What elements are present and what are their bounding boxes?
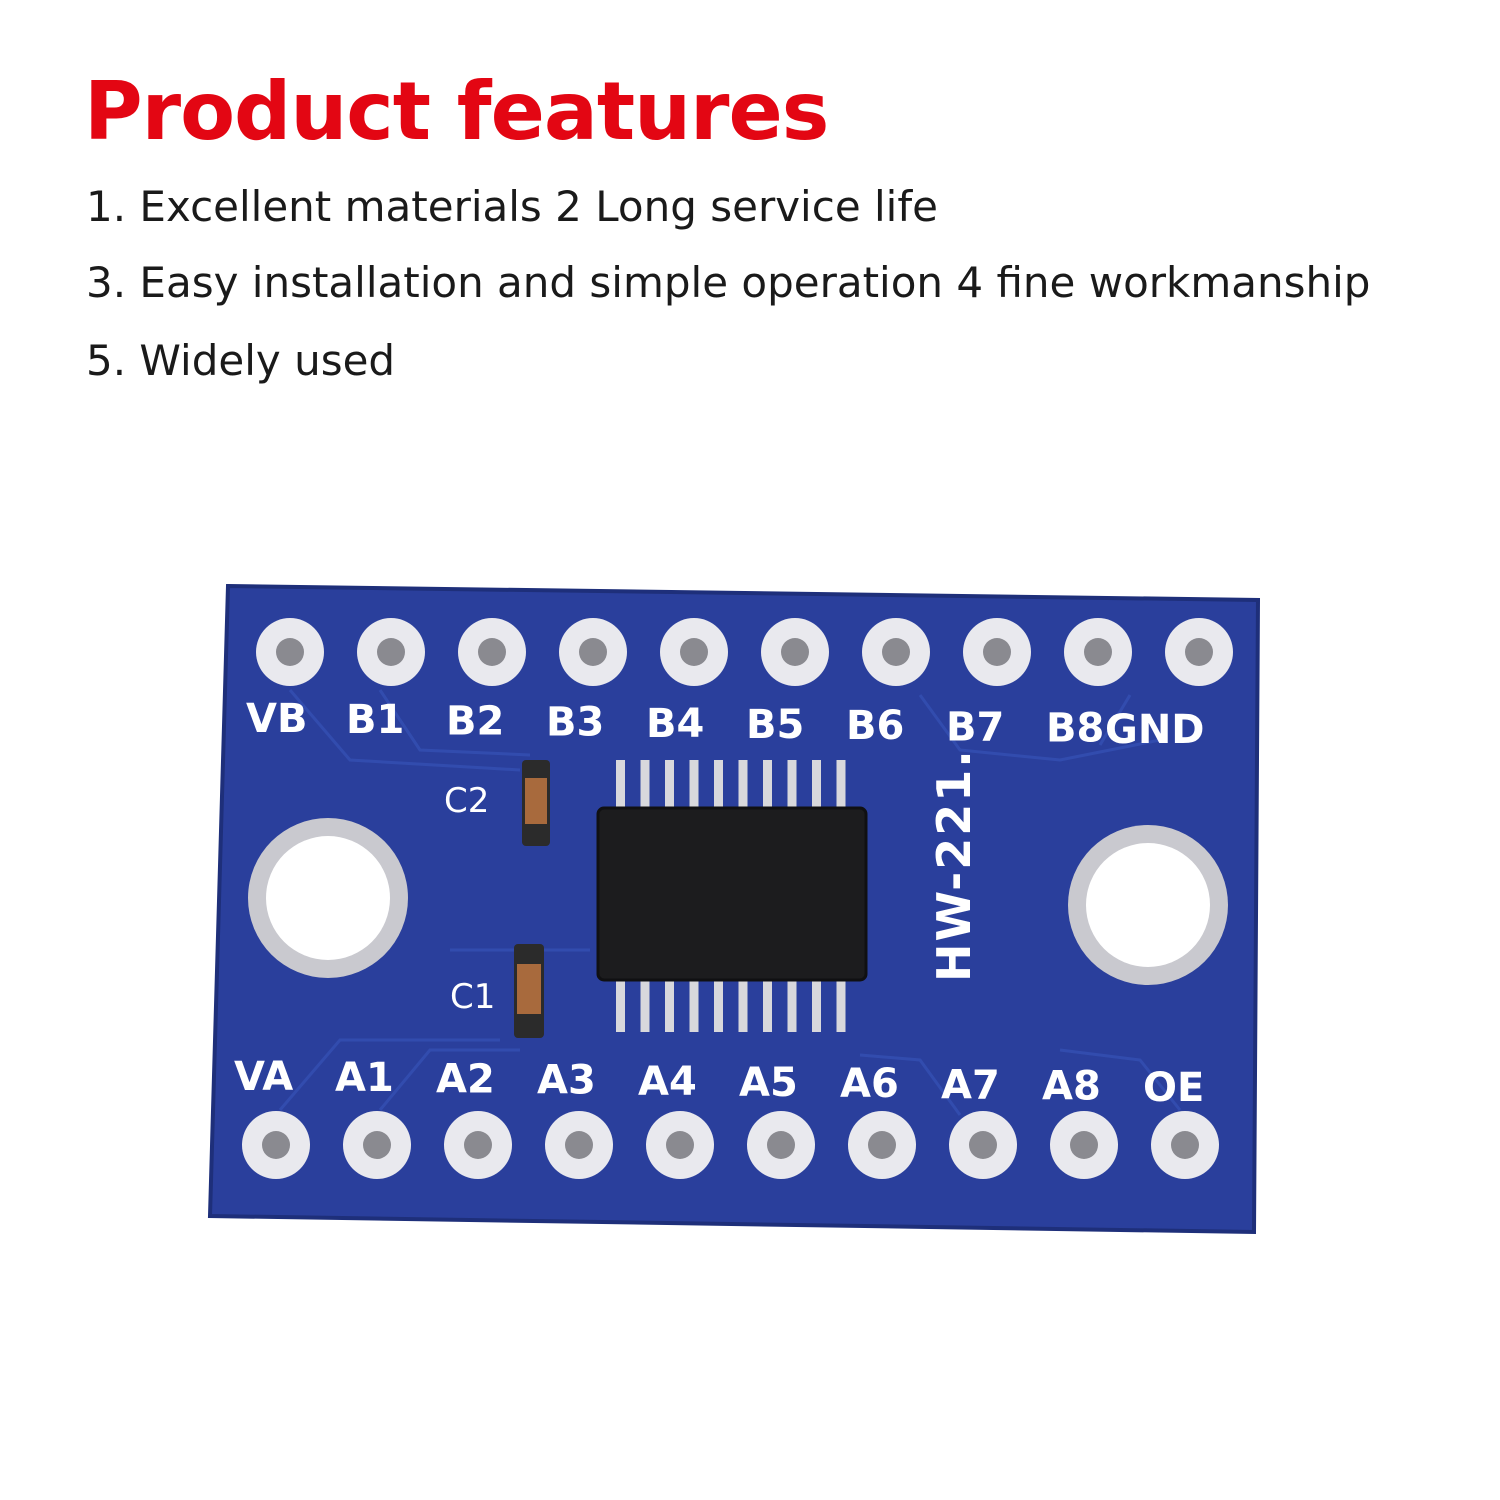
ic-chip [596, 806, 868, 982]
chip-leg-bottom-1 [616, 980, 625, 1032]
feature-line-2: 3. Easy installation and simple operatio… [86, 258, 1371, 307]
capacitor-c2-label: C2 [444, 781, 489, 821]
bottom-pad-9 [1050, 1111, 1118, 1179]
chip-leg-bottom-2 [640, 980, 650, 1032]
bottom-pin-label-a7: A7 [941, 1062, 1000, 1108]
top-pin-label-b3: B3 [546, 700, 604, 746]
top-pad-6 [761, 618, 829, 686]
chip-leg-top-8 [787, 760, 797, 808]
top-pin-label-b2: B2 [446, 698, 504, 744]
chip-leg-bottom-9 [812, 980, 821, 1032]
top-pin-label-b1: B1 [346, 697, 404, 743]
mounting-hole-left [248, 818, 408, 978]
top-pad-9 [1064, 618, 1132, 686]
bottom-pad-1 [242, 1111, 310, 1179]
bottom-pad-6 [747, 1111, 815, 1179]
top-pad-10 [1165, 618, 1233, 686]
top-pin-label-b7: B7 [946, 704, 1004, 750]
top-pad-3 [458, 618, 526, 686]
top-pin-label-vb: VB [246, 696, 307, 742]
chip-leg-top-9 [812, 760, 821, 808]
bottom-pin-label-a5: A5 [739, 1060, 798, 1106]
chip-leg-bottom-4 [689, 980, 699, 1032]
page-headline: Product features [84, 65, 829, 158]
top-pin-row [256, 618, 1233, 686]
chip-leg-top-4 [689, 760, 699, 808]
bottom-pin-label-a3: A3 [537, 1058, 596, 1104]
top-pin-label-b8: B8 [1046, 706, 1104, 752]
chip-leg-bottom-3 [665, 980, 674, 1032]
feature-line-3: 5. Widely used [86, 336, 396, 385]
chip-leg-top-2 [640, 760, 650, 808]
feature-line-1: 1. Excellent materials 2 Long service li… [86, 182, 938, 231]
chip-leg-bottom-8 [787, 980, 797, 1032]
chip-leg-bottom-5 [714, 980, 723, 1032]
bottom-pad-7 [848, 1111, 916, 1179]
chip-legs [616, 760, 846, 1032]
top-pin-label-b6: B6 [846, 703, 904, 749]
bottom-pin-label-va: VA [234, 1054, 293, 1100]
bottom-pad-8 [949, 1111, 1017, 1179]
chip-leg-top-7 [763, 760, 772, 808]
bottom-pin-row [242, 1111, 1219, 1179]
bottom-pin-label-a8: A8 [1042, 1064, 1101, 1110]
top-pin-label-gnd: GND [1105, 707, 1205, 753]
chip-leg-top-5 [714, 760, 723, 808]
bottom-pin-label-a1: A1 [335, 1055, 394, 1101]
board-model-label: HW-221. [927, 748, 981, 982]
top-pad-1 [256, 618, 324, 686]
top-pin-label-b4: B4 [646, 701, 704, 747]
top-pad-2 [357, 618, 425, 686]
top-pin-label-b5: B5 [746, 702, 804, 748]
bottom-pin-labels: VA A1 A2 A3 A4 A5 A6 A7 A8 OE [234, 1054, 1204, 1111]
bottom-pad-3 [444, 1111, 512, 1179]
chip-leg-top-3 [665, 760, 674, 808]
capacitor-c1-label: C1 [450, 977, 495, 1017]
mounting-hole-right [1068, 825, 1228, 985]
chip-leg-bottom-10 [836, 980, 846, 1032]
capacitor-c1 [514, 944, 544, 1038]
bottom-pad-4 [545, 1111, 613, 1179]
bottom-pin-label-a6: A6 [840, 1061, 899, 1107]
top-pad-8 [963, 618, 1031, 686]
capacitor-c2 [522, 760, 550, 846]
bottom-pin-label-a4: A4 [638, 1059, 697, 1105]
bottom-pad-2 [343, 1111, 411, 1179]
chip-leg-top-10 [836, 760, 846, 808]
top-pad-7 [862, 618, 930, 686]
chip-leg-top-1 [616, 760, 625, 808]
chip-leg-bottom-7 [763, 980, 772, 1032]
top-pad-5 [660, 618, 728, 686]
bottom-pin-label-oe: OE [1143, 1065, 1204, 1111]
bottom-pad-10 [1151, 1111, 1219, 1179]
top-pad-4 [559, 618, 627, 686]
chip-leg-top-6 [738, 760, 748, 808]
bottom-pin-label-a2: A2 [436, 1056, 495, 1102]
chip-leg-bottom-6 [738, 980, 748, 1032]
bottom-pad-5 [646, 1111, 714, 1179]
